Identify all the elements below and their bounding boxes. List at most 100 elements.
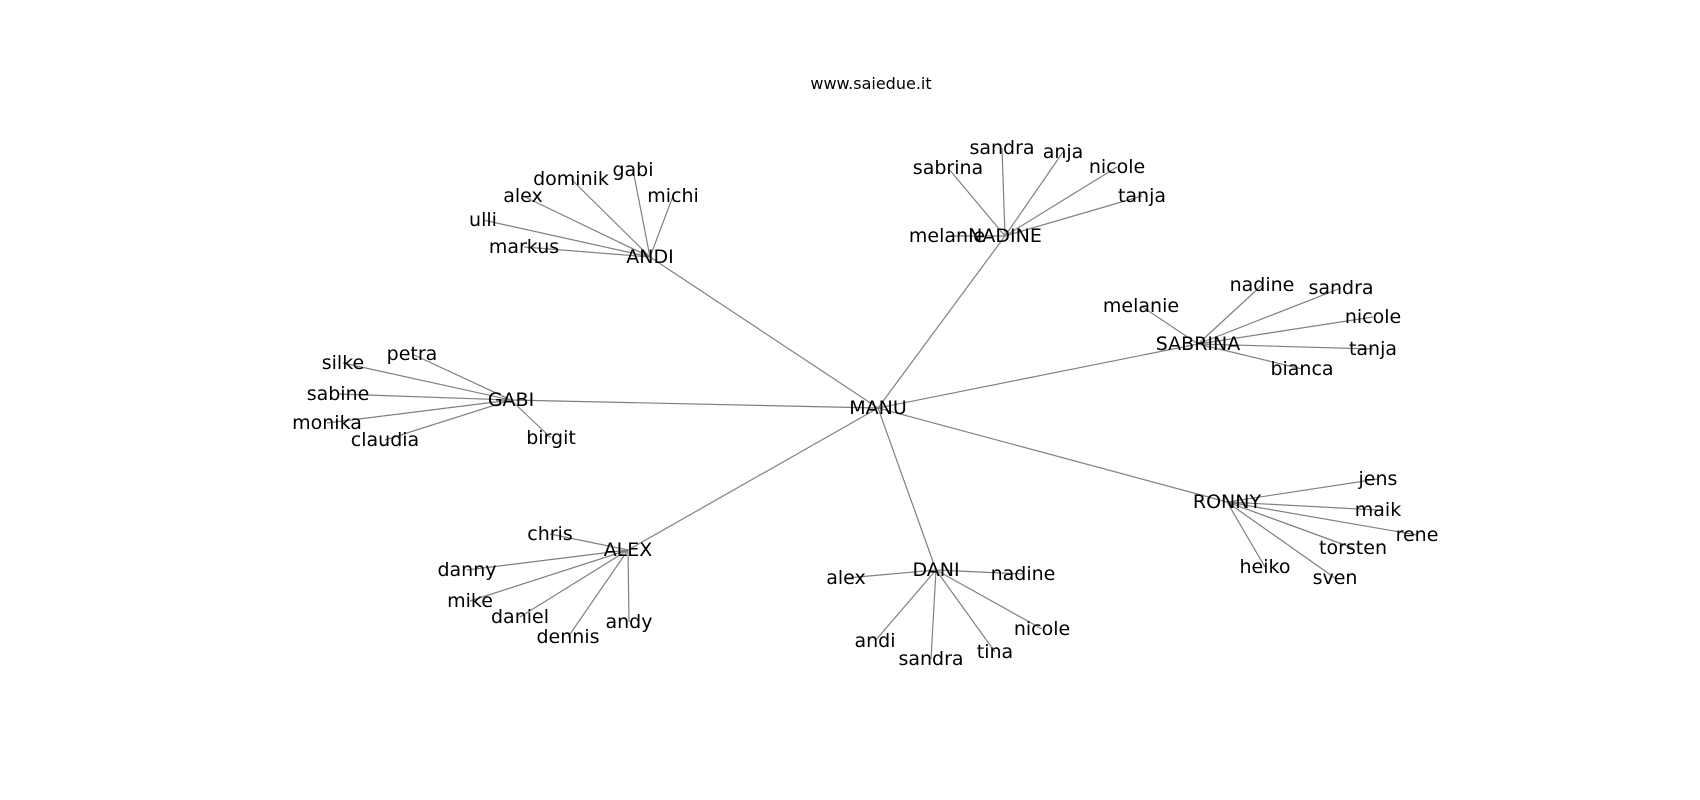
- edge-sabrina-nadine: [1197, 284, 1263, 345]
- node-leaf: petra: [387, 343, 438, 365]
- edge-andi-markus: [523, 246, 651, 258]
- node-leaf: nadine: [991, 563, 1056, 585]
- node-leaf: maik: [1355, 499, 1401, 521]
- node-leaf: alex: [503, 185, 543, 207]
- node-leaf: silke: [322, 352, 364, 374]
- node-leaf: sandra: [1308, 277, 1373, 299]
- edge-center-dani: [877, 407, 937, 571]
- edge-andi-gabi: [632, 169, 651, 258]
- node-leaf: jens: [1358, 468, 1398, 490]
- node-leaf: monika: [292, 412, 362, 434]
- edge-andi-michi: [649, 195, 674, 258]
- edge-gabi-sabine: [337, 393, 512, 401]
- edge-center-nadine: [877, 235, 1006, 409]
- node-leaf: claudia: [351, 429, 419, 451]
- edge-center-ronny: [877, 407, 1228, 503]
- edge-nadine-sandra: [1001, 147, 1006, 237]
- node-leaf: sandra: [969, 137, 1034, 159]
- edge-alex-dennis: [567, 549, 629, 638]
- node-leaf: rene: [1396, 524, 1439, 546]
- edge-dani-nadine: [935, 569, 1024, 575]
- edge-sabrina-sandra: [1197, 287, 1342, 345]
- edge-sabrina-nicole: [1197, 316, 1374, 345]
- node-hub-gabi: GABI: [488, 389, 534, 411]
- node-hub-andi: ANDI: [626, 246, 673, 268]
- node-leaf: daniel: [491, 606, 549, 628]
- edge-nadine-sabrina: [947, 167, 1006, 237]
- node-hub-alex: ALEX: [604, 539, 653, 561]
- edge-gabi-claudia: [384, 399, 512, 441]
- node-leaf: tanja: [1118, 185, 1166, 207]
- edge-gabi-birgit: [510, 399, 552, 439]
- edge-dani-tina: [935, 569, 996, 653]
- node-leaf: sabine: [307, 383, 370, 405]
- edge-center-gabi: [510, 399, 879, 409]
- edge-alex-andy: [627, 549, 630, 623]
- node-leaf: andi: [854, 630, 895, 652]
- node-leaf: tina: [977, 641, 1013, 663]
- node-leaf: danny: [437, 559, 496, 581]
- node-leaf: anja: [1043, 141, 1084, 163]
- edge-andi-alex: [522, 195, 651, 258]
- edge-ronny-sven: [1226, 501, 1336, 579]
- node-leaf: nicole: [1089, 156, 1145, 178]
- edge-center-sabrina: [877, 343, 1199, 409]
- edge-dani-sandra: [930, 569, 937, 660]
- edge-dani-alex: [845, 569, 937, 579]
- edge-nadine-anja: [1004, 151, 1064, 237]
- node-leaf: sven: [1313, 567, 1358, 589]
- edge-nadine-nicole: [1004, 166, 1118, 237]
- node-hub-dani: DANI: [912, 559, 959, 581]
- edge-gabi-monika: [326, 399, 512, 424]
- node-hub-sabrina: SABRINA: [1156, 333, 1240, 355]
- edge-dani-andi: [874, 569, 937, 642]
- node-leaf: mike: [447, 590, 493, 612]
- node-leaf: sandra: [898, 648, 963, 670]
- edge-sabrina-tanja: [1197, 343, 1374, 350]
- edge-gabi-silke: [342, 362, 512, 401]
- node-leaf: dominik: [533, 168, 609, 190]
- edge-ronny-rene: [1226, 501, 1418, 536]
- edge-alex-daniel: [519, 549, 629, 618]
- node-leaf: ulli: [469, 209, 497, 231]
- node-leaf: melanie: [1103, 295, 1179, 317]
- node-leaf: michi: [647, 185, 699, 207]
- node-leaf: nicole: [1014, 618, 1070, 640]
- edge-alex-chris: [549, 533, 629, 551]
- node-leaf: birgit: [526, 427, 576, 449]
- node-leaf: nadine: [1230, 274, 1295, 296]
- site-title: www.saiedue.it: [810, 74, 931, 93]
- node-hub-ronny: RONNY: [1193, 491, 1262, 513]
- edge-ronny-torsten: [1226, 501, 1354, 549]
- edge-sabrina-bianca: [1197, 343, 1303, 370]
- node-leaf: sabrina: [913, 157, 983, 179]
- node-leaf: alex: [826, 567, 866, 589]
- edge-center-andi: [649, 256, 879, 409]
- node-leaf: markus: [489, 236, 559, 258]
- edge-alex-danny: [466, 549, 629, 571]
- edge-alex-mike: [469, 549, 629, 602]
- edge-ronny-jens: [1226, 478, 1379, 503]
- node-center: MANU: [849, 397, 907, 419]
- node-leaf: torsten: [1319, 537, 1387, 559]
- edge-andi-dominik: [570, 178, 651, 258]
- edge-ronny-maik: [1226, 501, 1379, 511]
- edge-center-alex: [627, 407, 879, 551]
- node-leaf: gabi: [612, 159, 653, 181]
- node-leaf: chris: [527, 523, 572, 545]
- node-leaf: bianca: [1270, 358, 1333, 380]
- node-leaf: melanie: [909, 225, 985, 247]
- node-leaf: tanja: [1349, 338, 1397, 360]
- edge-gabi-petra: [411, 353, 512, 401]
- node-leaf: nicole: [1345, 306, 1401, 328]
- edges: [326, 147, 1418, 660]
- edge-sabrina-melanie: [1140, 305, 1199, 345]
- node-hub-nadine: NADINE: [968, 225, 1042, 247]
- node-leaf: heiko: [1240, 556, 1291, 578]
- edge-ronny-heiko: [1226, 501, 1266, 568]
- node-leaf: dennis: [536, 626, 599, 648]
- node-leaf: andy: [606, 611, 653, 633]
- edge-dani-nicole: [935, 569, 1043, 630]
